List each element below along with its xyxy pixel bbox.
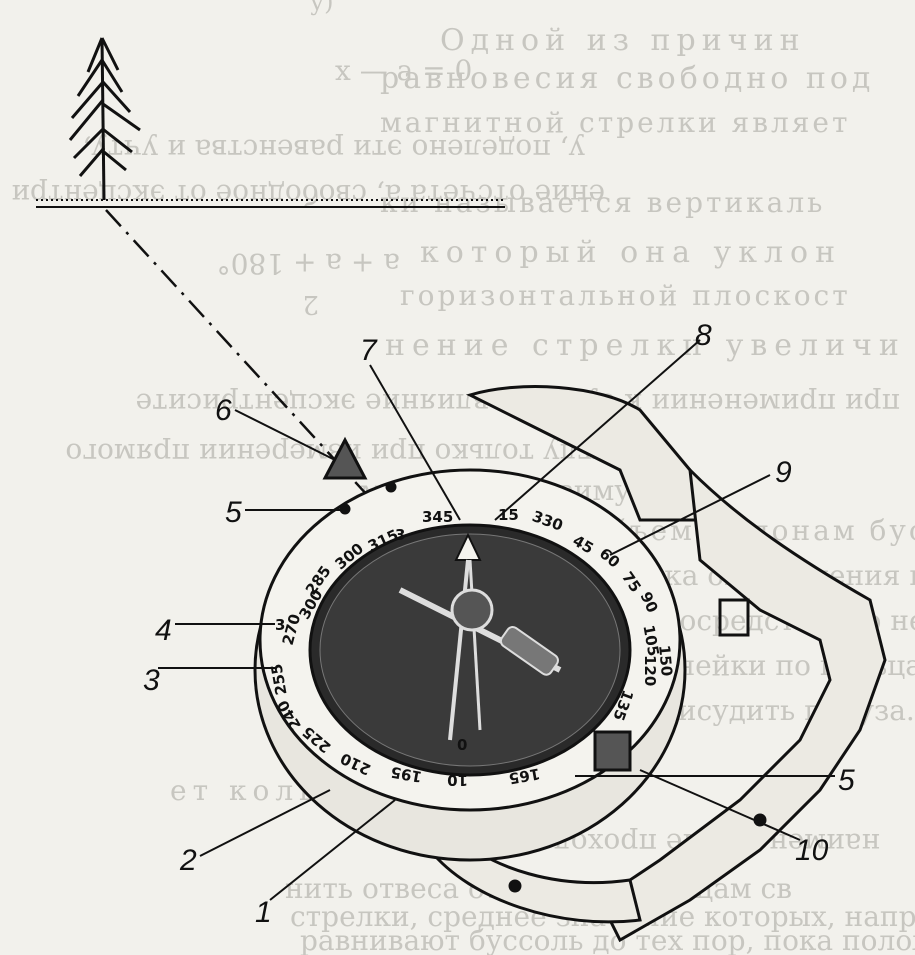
bg-line: у) — [310, 0, 333, 16]
scale-label: 15 — [498, 506, 519, 524]
scale-label: 10 — [447, 771, 468, 789]
callout-number-7: 7 — [360, 334, 378, 367]
scale-label: 105 — [639, 624, 662, 658]
bg-line: х — а = 0 — [335, 54, 472, 87]
bg-line: нение стрелки увеличи — [385, 328, 906, 363]
strap — [427, 385, 887, 943]
scale-label: 120 — [641, 655, 659, 686]
scale-label: 3 — [275, 616, 285, 634]
callout-numbers: 1 2 3 4 5 5 6 7 8 9 10 — [143, 319, 855, 929]
front-sight — [593, 730, 632, 772]
bg-line: ение отсчета а, свободное от эксцентри — [11, 178, 605, 211]
bg-line: а + а + 180° — [217, 247, 400, 280]
graduated-ring-labels: 345 15 330 45 60 75 90 105 120 135 150 1… — [267, 506, 675, 789]
callout-number-5: 5 — [225, 496, 242, 529]
tree-trunk — [100, 37, 106, 201]
magnetic-needle — [398, 532, 562, 741]
bg-line: равнивают буссоль до тех пор, пока полож… — [300, 924, 915, 955]
scale-label: 150 — [655, 644, 676, 677]
ground-line — [36, 199, 505, 208]
callout-leaders — [158, 339, 835, 901]
bg-line: Одной из причин — [440, 23, 806, 58]
callout-number-2: 2 — [179, 844, 197, 877]
scale-label: 165 — [507, 764, 541, 787]
strap-buckle — [718, 598, 750, 637]
bg-line: 2 — [302, 289, 319, 319]
strap-rivet — [508, 879, 522, 893]
scale-label: 345 — [422, 508, 453, 526]
sight-line — [105, 209, 391, 521]
scale-label: 0 — [457, 736, 467, 754]
bg-line: у, поделено эти равенства и учту, — [82, 133, 585, 166]
callout-number-5: 5 — [838, 764, 855, 797]
sight-vanes — [322, 436, 632, 772]
compass-body — [253, 468, 687, 862]
callout-number-3: 3 — [143, 664, 160, 697]
scale-label: 255 — [267, 662, 290, 696]
scale-label: 195 — [389, 763, 423, 786]
scale-label: 3 — [395, 526, 405, 544]
callout-number-8: 8 — [695, 319, 712, 352]
bg-line: равновесия свободно под — [380, 61, 874, 96]
callout-number-1: 1 — [255, 896, 272, 929]
callout-number-10: 10 — [795, 834, 829, 867]
arrestor-lever — [499, 625, 559, 676]
callout-number-6: 6 — [215, 394, 232, 427]
bg-line: магнитной стрелки являет — [380, 106, 851, 139]
bg-line: который она уклон — [420, 235, 842, 270]
tree-branches — [68, 37, 141, 177]
callout-number-4: 4 — [155, 614, 172, 647]
needle-pivot — [450, 588, 494, 632]
bg-line: ки называется вертикаль — [380, 186, 825, 219]
bg-line: горизонтальной плоскост — [400, 279, 851, 312]
callout-number-9: 9 — [775, 456, 792, 489]
tree-target — [68, 37, 141, 201]
